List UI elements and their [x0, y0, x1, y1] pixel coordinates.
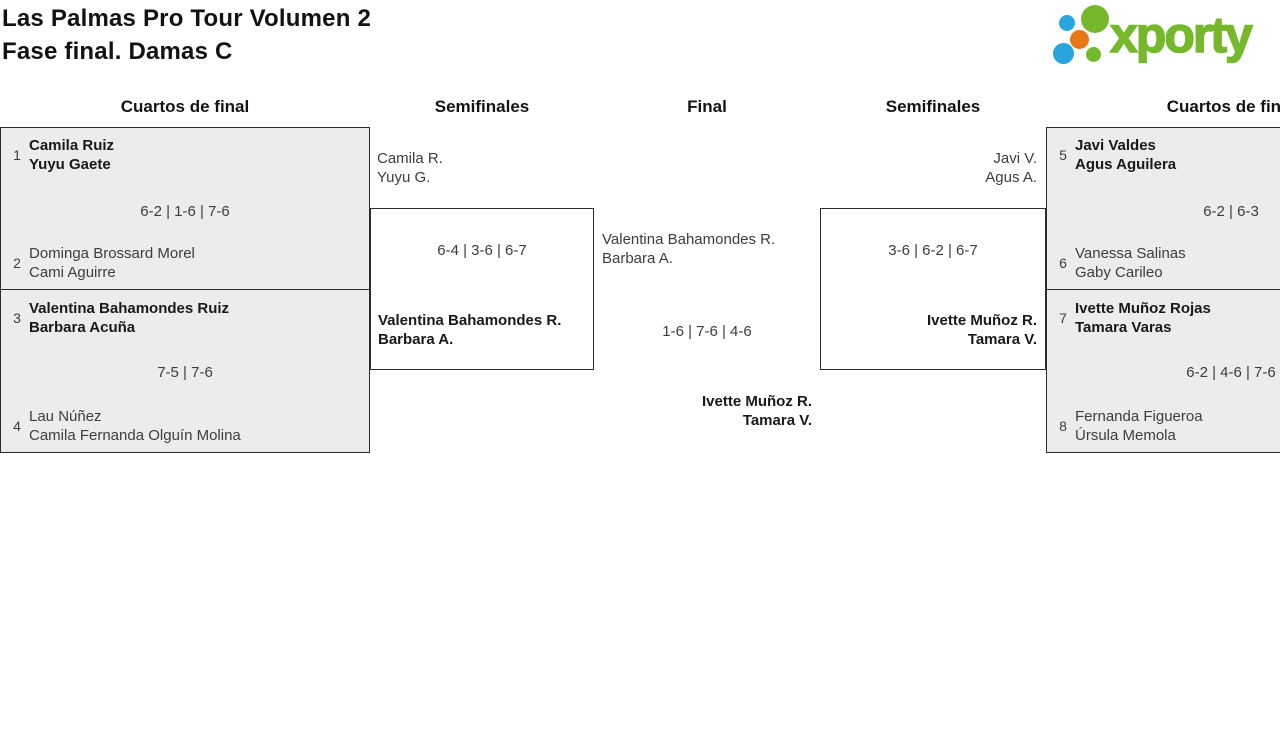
player-name: Agus Aguilera [1075, 156, 1177, 173]
player-name: Camila Fernanda Olguín Molina [29, 427, 241, 444]
sf-left-winner-team: Valentina Bahamondes R. Barbara A. [378, 311, 561, 349]
seed-number: 1 [13, 147, 21, 163]
team-entry: 6 Vanessa Salinas Gaby Carileo [1053, 244, 1280, 282]
seed-number: 7 [1059, 310, 1067, 326]
player-name: Yuyu G. [377, 169, 431, 186]
player-name: Barbara A. [378, 331, 454, 348]
logo-dot-blue-bottom-icon [1053, 43, 1074, 64]
round-header-sf-right: Semifinales [885, 97, 981, 116]
match-score: 3-6 | 6-2 | 6-7 [888, 242, 978, 259]
logo-dot-orange-icon [1070, 30, 1089, 49]
logo-dot-green-large-icon [1081, 5, 1109, 33]
player-name: Tamara V. [742, 412, 812, 429]
seed-number: 3 [13, 310, 21, 326]
sf-right-feeder-team: Javi V. Agus A. [985, 149, 1037, 187]
player-name: Javi V. [993, 150, 1037, 167]
player-name: Ivette Muñoz R. [926, 312, 1037, 329]
player-name: Javi Valdes [1075, 137, 1156, 154]
round-header-sf-left: Semifinales [434, 97, 530, 116]
xporty-logo[interactable]: xporty [1042, 0, 1280, 72]
page-title: Las Palmas Pro Tour Volumen 2 Fase final… [2, 2, 371, 68]
round-header-qf-right: Cuartos de final [1166, 97, 1280, 116]
player-name: Tamara Varas [1075, 319, 1172, 336]
tournament-name: Las Palmas Pro Tour Volumen 2 [2, 5, 372, 32]
team-entry: 8 Fernanda Figueroa Úrsula Memola [1053, 407, 1280, 445]
final-winner-team: Ivette Muñoz R. Tamara V. [702, 392, 812, 430]
player-name: Gaby Carileo [1075, 264, 1163, 281]
match-score: 7-5 | 7-6 [157, 364, 213, 381]
player-name: Ivette Muñoz R. [701, 393, 812, 410]
player-name: Camila R. [377, 150, 443, 167]
player-name: Yuyu Gaete [29, 156, 111, 173]
match-qf-left-bottom: 3 Valentina Bahamondes Ruiz Barbara Acuñ… [0, 289, 370, 453]
match-qf-right-bottom: 7 Ivette Muñoz Rojas Tamara Varas 6-2 | … [1046, 289, 1280, 453]
team-entry: 5 Javi Valdes Agus Aguilera [1053, 136, 1280, 174]
player-name: Fernanda Figueroa [1075, 408, 1203, 425]
final-top-team: Valentina Bahamondes R. Barbara A. [602, 230, 775, 268]
logo-dot-green-small-icon [1086, 47, 1101, 62]
logo-dot-blue-top-icon [1059, 15, 1075, 31]
player-name: Camila Ruiz [29, 137, 115, 154]
team-entry: 2 Dominga Brossard Morel Cami Aguirre [7, 244, 363, 282]
player-name: Valentina Bahamondes R. [378, 312, 562, 329]
seed-number: 6 [1059, 255, 1067, 271]
team-entry: 4 Lau Núñez Camila Fernanda Olguín Molin… [7, 407, 363, 445]
match-qf-right-top: 5 Javi Valdes Agus Aguilera 6-2 | 6-3 6 … [1046, 127, 1280, 290]
seed-number: 2 [13, 255, 21, 271]
player-name: Valentina Bahamondes R. [602, 231, 776, 248]
match-score: 6-2 | 4-6 | 7-6 [1186, 364, 1276, 381]
player-name: Barbara A. [602, 250, 673, 267]
match-sf-right: 3-6 | 6-2 | 6-7 Ivette Muñoz R. Tamara V… [820, 208, 1046, 370]
player-name: Úrsula Memola [1075, 427, 1176, 444]
match-score: 6-2 | 6-3 [1203, 203, 1259, 220]
player-name: Dominga Brossard Morel [29, 245, 195, 262]
player-name: Vanessa Salinas [1075, 245, 1186, 262]
player-name: Agus A. [985, 169, 1037, 186]
seed-number: 4 [13, 418, 21, 434]
match-sf-left: 6-4 | 3-6 | 6-7 Valentina Bahamondes R. … [370, 208, 594, 370]
match-score: 6-4 | 3-6 | 6-7 [437, 242, 527, 259]
match-qf-left-top: 1 Camila Ruiz Yuyu Gaete 6-2 | 1-6 | 7-6… [0, 127, 370, 290]
player-name: Valentina Bahamondes Ruiz [29, 300, 230, 317]
round-header-final: Final [687, 97, 727, 116]
phase-name: Fase final. Damas C [2, 38, 233, 65]
seed-number: 8 [1059, 418, 1067, 434]
seed-number: 5 [1059, 147, 1067, 163]
logo-wordmark: xporty [1109, 6, 1253, 64]
player-name: Cami Aguirre [29, 264, 116, 281]
match-score: 6-2 | 1-6 | 7-6 [140, 203, 230, 220]
team-entry: 7 Ivette Muñoz Rojas Tamara Varas [1053, 299, 1280, 337]
final-score: 1-6 | 7-6 | 4-6 [662, 323, 752, 340]
player-name: Barbara Acuña [29, 319, 136, 336]
player-name: Lau Núñez [29, 408, 102, 425]
team-entry: 3 Valentina Bahamondes Ruiz Barbara Acuñ… [7, 299, 363, 337]
sf-left-feeder-team: Camila R. Yuyu G. [377, 149, 443, 187]
round-header-qf-left: Cuartos de final [120, 97, 250, 116]
player-name: Ivette Muñoz Rojas [1075, 300, 1211, 317]
player-name: Tamara V. [967, 331, 1037, 348]
team-entry: 1 Camila Ruiz Yuyu Gaete [7, 136, 363, 174]
sf-right-winner-team: Ivette Muñoz R. Tamara V. [927, 311, 1037, 349]
